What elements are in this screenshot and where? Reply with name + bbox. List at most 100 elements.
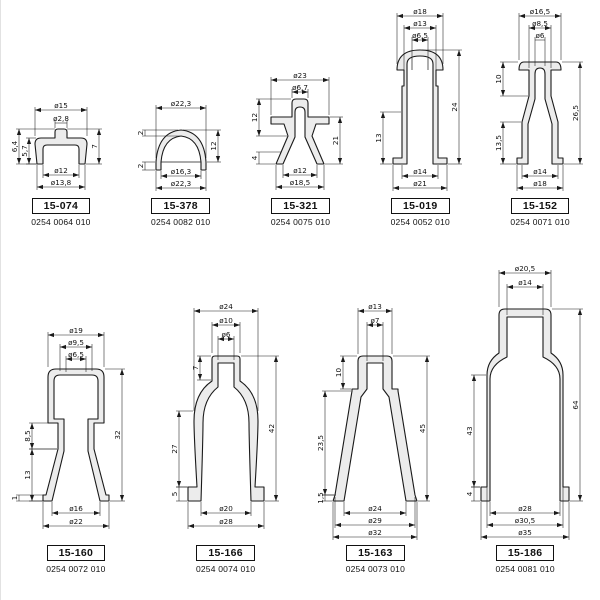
part-number: 15-186 <box>507 547 543 559</box>
dim-label: ø7 <box>371 316 380 325</box>
dimension <box>292 89 309 98</box>
dimension <box>240 355 279 502</box>
dim-label: ø6 <box>221 330 230 339</box>
dim-label: ø12 <box>54 166 68 175</box>
dim-label: 13 <box>374 133 383 142</box>
dimension <box>141 129 180 137</box>
dimension <box>51 502 101 516</box>
dimension <box>182 129 221 163</box>
order-code: 0254 0074 010 <box>195 564 256 574</box>
dimension <box>344 502 407 516</box>
dim-label: ø22,3 <box>170 99 190 108</box>
dim-label: ø22 <box>69 517 83 526</box>
dimension <box>393 165 448 191</box>
dim-label: 64 <box>571 400 580 410</box>
dimension <box>486 485 564 528</box>
order-code: 0254 0082 010 <box>151 217 211 227</box>
part-number: 15-166 <box>208 547 243 559</box>
dim-label: 7 <box>90 144 99 149</box>
dimension <box>358 308 393 354</box>
dimension <box>175 486 187 502</box>
dim-label: 4 <box>250 155 259 160</box>
part-number-box: 15-160 <box>46 545 106 561</box>
part-profile <box>270 98 331 165</box>
dimension <box>193 308 258 411</box>
dim-label: ø6,5 <box>68 350 84 359</box>
dim-label: ø18 <box>533 179 547 188</box>
dim-label: ø14 <box>414 167 428 176</box>
part-number-box: 15-166 <box>196 545 255 561</box>
dim-label: 1 <box>10 496 19 501</box>
dimension <box>500 121 522 165</box>
dim-label: ø28 <box>219 517 233 526</box>
dimension <box>412 37 429 57</box>
dimension <box>187 502 264 529</box>
dim-label: ø6,7 <box>293 83 309 92</box>
dim-label: 5,7 <box>20 145 29 156</box>
dimension <box>498 270 552 307</box>
part-number-box: 15-378 <box>151 198 210 214</box>
dimension <box>36 165 86 190</box>
order-code: 0254 0073 010 <box>345 564 406 574</box>
dimension <box>422 49 463 165</box>
dim-label: ø18 <box>414 7 428 16</box>
part-profile <box>332 355 418 502</box>
dimension <box>42 165 80 178</box>
part-number-box: 15-152 <box>510 198 570 214</box>
dimension <box>54 120 68 128</box>
dim-label: 42 <box>266 424 275 433</box>
dim-label: 24 <box>450 102 459 112</box>
dimension <box>200 502 251 516</box>
dim-label: 2 <box>135 164 144 169</box>
dimension <box>34 107 88 136</box>
part-profile <box>392 49 448 165</box>
part-number: 15-163 <box>358 547 393 559</box>
dimension <box>256 98 292 137</box>
part-profile <box>187 355 265 502</box>
part-number-box: 15-074 <box>31 198 91 214</box>
dim-label: ø16,3 <box>170 167 190 176</box>
part-number: 15-074 <box>43 200 79 212</box>
dim-label: 7 <box>190 366 199 371</box>
dim-label: ø24 <box>369 504 383 513</box>
dimension <box>155 105 206 158</box>
dimension <box>340 355 358 390</box>
dim-label: ø22,3 <box>170 179 190 188</box>
dimension <box>506 284 544 315</box>
dim-label: 4 <box>465 491 474 496</box>
dimension <box>141 161 155 171</box>
dim-label: ø2,8 <box>53 114 69 123</box>
dim-label: ø15 <box>54 101 68 110</box>
dim-label: 13,5 <box>494 135 503 151</box>
dimension <box>402 165 439 179</box>
dimension <box>480 502 570 540</box>
part-number: 15-321 <box>283 200 318 212</box>
dim-label: ø13 <box>414 19 428 28</box>
dimension <box>518 13 562 60</box>
dim-label: 6,4 <box>10 140 19 152</box>
dimension <box>562 61 584 165</box>
dim-label: ø24 <box>219 302 233 311</box>
part-number: 15-378 <box>163 200 198 212</box>
dim-label: ø14 <box>533 167 547 176</box>
dim-label: 1,5 <box>316 492 325 503</box>
dimension <box>471 486 481 502</box>
dimension <box>534 37 546 66</box>
dim-label: 45 <box>418 424 427 433</box>
dimension <box>47 332 105 367</box>
dim-label: ø20 <box>219 504 233 513</box>
dim-label: 5 <box>169 492 178 497</box>
dimension <box>500 61 529 97</box>
part-number: 15-160 <box>58 547 94 559</box>
